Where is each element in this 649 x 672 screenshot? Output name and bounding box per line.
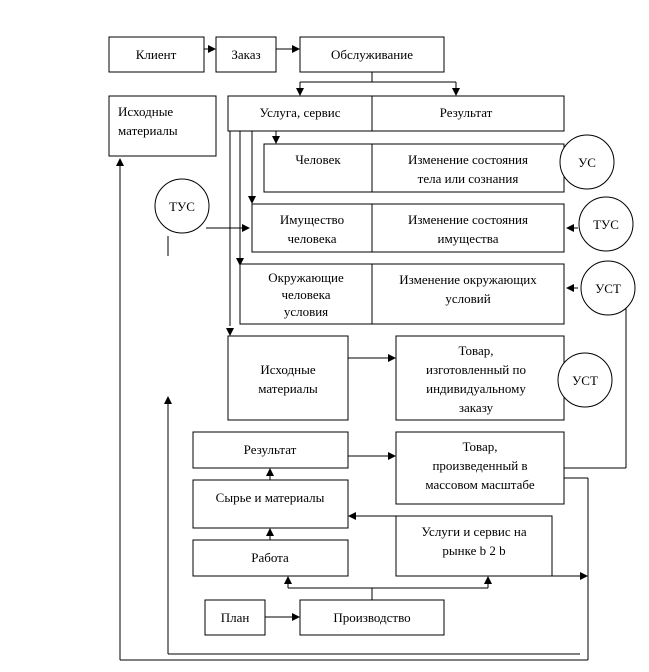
property-row-right-line2: имущества [438,231,499,246]
source-materials-top-box: Исходные материалы [108,95,217,157]
production-label: Производство [333,610,410,625]
person-row-left: Человек [295,152,341,167]
production-box: Производство [299,599,445,636]
goods-mass-line1: Товар, [463,439,498,454]
goods-mass-line2: произведенный в [432,458,527,473]
work-label: Работа [251,550,289,565]
plan-box: План [204,599,266,636]
source-materials-top-line1: Исходные [118,104,173,119]
property-row-left-line2: человека [287,231,336,246]
environment-row-left-line1: Окружающие [268,270,344,285]
environment-row-left-line3: условия [284,304,328,319]
b2b-services-line1: Услуги и сервис на [421,524,526,539]
service-label: Обслуживание [331,47,413,62]
result-label: Результат [244,442,297,457]
circle-tus-right: ТУС [578,196,634,252]
person-row: Человек Изменение состояния тела или соз… [263,143,565,193]
service-row: Услуга, сервис Результат [227,95,565,132]
client-box: Клиент [108,36,205,73]
circle-tus-left-label: ТУС [169,199,195,214]
circle-ust-env-label: УСТ [595,281,621,296]
environment-row: Окружающие человека условия Изменение ок… [239,263,565,325]
client-label: Клиент [136,47,177,62]
goods-custom-line1: Товар, [459,343,494,358]
property-row-left-line1: Имущество [280,212,344,227]
circle-ust-goods: УСТ [557,352,613,408]
service-box: Обслуживание [299,36,445,73]
goods-mass-line3: массовом масштабе [425,477,534,492]
order-label: Заказ [231,47,260,62]
circle-ust-goods-label: УСТ [572,373,598,388]
goods-custom-line2: изготовленный по [426,362,526,377]
raw-materials-box: Сырье и материалы [192,479,349,529]
source-materials-mid-box: Исходные материалы [227,335,349,421]
work-box: Работа [192,539,349,577]
arrowheads [116,45,588,621]
goods-mass-box: Товар, произведенный в массовом масштабе [395,431,565,505]
raw-materials-label: Сырье и материалы [216,490,325,505]
service-row-right: Результат [440,105,493,120]
source-materials-mid-line2: материалы [258,381,318,396]
goods-custom-line3: индивидуальному [426,381,526,396]
property-row: Имущество человека Изменение состояния и… [251,203,565,253]
service-row-left: Услуга, сервис [259,105,340,120]
connectors [119,48,627,661]
goods-custom-box: Товар, изготовленный по индивидуальному … [395,335,565,421]
result-box: Результат [192,431,349,469]
order-box: Заказ [215,36,277,73]
person-row-right-line2: тела или сознания [418,171,519,186]
circle-us: УС [559,134,615,190]
person-row-right-line1: Изменение состояния [408,152,528,167]
circle-us-label: УС [578,155,596,170]
property-row-right-line1: Изменение состояния [408,212,528,227]
b2b-services-box: Услуги и сервис на рынке b 2 b [395,515,553,577]
circle-tus-left: ТУС [154,178,210,234]
source-materials-mid-line1: Исходные [260,362,315,377]
b2b-services-line2: рынке b 2 b [442,543,505,558]
environment-row-left-line2: человека [281,287,330,302]
plan-label: План [221,610,250,625]
environment-row-right-line1: Изменение окружающих [399,272,537,287]
environment-row-right-line2: условий [445,291,490,306]
source-materials-top-line2: материалы [118,123,178,138]
circle-ust-env: УСТ [580,260,636,316]
circle-tus-right-label: ТУС [593,217,619,232]
goods-custom-line4: заказу [459,400,494,415]
